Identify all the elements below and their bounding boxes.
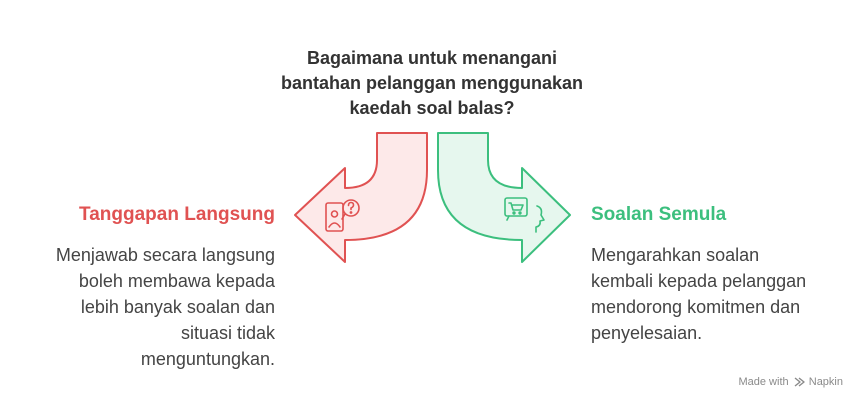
question-line: kaedah soal balas? [349, 98, 515, 118]
napkin-credit[interactable]: Made with Napkin [738, 376, 843, 388]
question-line: bantahan pelanggan menggunakan [280, 73, 584, 93]
right-option-description: Mengarahkan soalan kembali kepada pelang… [591, 242, 851, 346]
person-question-icon [325, 199, 360, 232]
cart-thinking-icon [504, 197, 545, 233]
left-desc-line: lebih banyak soalan dan [80, 297, 275, 317]
left-option-description: Menjawab secara langsung boleh membawa k… [5, 242, 275, 372]
right-desc-line: kembali kepada pelanggan [591, 271, 807, 291]
left-desc-line: boleh membawa kepada [78, 271, 275, 291]
right-desc-line: mendorong komitmen dan [591, 297, 801, 317]
napkin-brand-label: Napkin [808, 376, 843, 388]
right-desc-line: penyelesaian. [591, 323, 703, 343]
made-with-label: Made with [738, 376, 789, 388]
right-curved-arrow [437, 132, 571, 263]
napkin-logo-icon [794, 377, 805, 387]
left-desc-line: situasi tidak [180, 323, 275, 343]
left-curved-arrow [294, 132, 428, 263]
left-option-title: Tanggapan Langsung [79, 204, 275, 225]
left-desc-line: menguntungkan. [140, 349, 275, 369]
right-option-title: Soalan Semula [591, 204, 727, 225]
right-desc-line: Mengarahkan soalan [591, 245, 760, 265]
question-line: Bagaimana untuk menangani [306, 48, 558, 68]
left-desc-line: Menjawab secara langsung [55, 245, 275, 265]
diagram-question: Bagaimana untuk menangani bantahan pelan… [232, 46, 632, 121]
